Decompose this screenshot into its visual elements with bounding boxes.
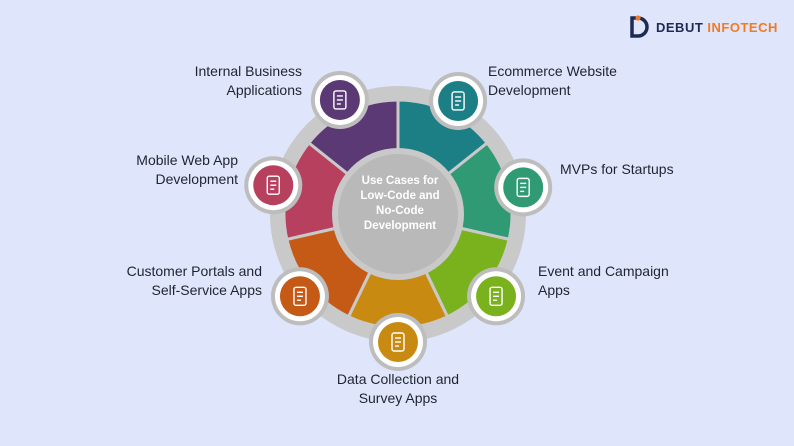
customer-portal-icon xyxy=(293,286,307,306)
center-disc xyxy=(338,154,458,274)
label-ecommerce: Ecommerce Website Development xyxy=(488,63,617,98)
label-mobile-web-app: Mobile Web App Development xyxy=(136,152,238,187)
label-mvps: MVPs for Startups xyxy=(560,161,674,177)
badge-customer-portal xyxy=(270,267,329,326)
label-customer-portals: Customer Portals and Self-Service Apps xyxy=(126,263,262,298)
center-title: Use Cases for Low-Code and No-Code Devel… xyxy=(360,175,440,232)
label-event-campaign: Event and Campaign Apps xyxy=(538,263,669,298)
brand-name: DEBUT INFOTECH xyxy=(656,19,778,35)
badge-internal-app xyxy=(310,70,369,129)
badge-mobile-code xyxy=(244,156,303,215)
mobile-code-icon xyxy=(266,175,280,195)
debut-logo-icon xyxy=(630,15,649,38)
badge-mvp-clipboard xyxy=(494,158,553,217)
event-campaign-icon xyxy=(489,286,503,306)
label-internal-business: Internal Business Applications xyxy=(194,63,302,98)
badge-event-campaign xyxy=(467,267,526,326)
internal-app-icon xyxy=(333,90,347,110)
survey-checklist-icon xyxy=(391,332,405,352)
brand-logo: DEBUT INFOTECH xyxy=(628,14,778,40)
label-data-collection: Data Collection and Survey Apps xyxy=(336,371,460,406)
badge-survey-checklist xyxy=(369,313,427,371)
mvp-clipboard-icon xyxy=(516,177,530,198)
ecommerce-cart-icon xyxy=(451,91,465,111)
badge-ecommerce-cart xyxy=(429,71,488,130)
